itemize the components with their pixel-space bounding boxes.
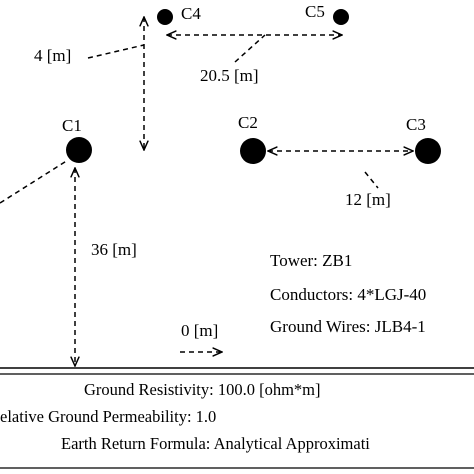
conductor-c3-marker bbox=[415, 138, 441, 164]
conductor-c4-marker bbox=[157, 9, 173, 25]
conductor-c3-label: C3 bbox=[406, 115, 426, 134]
conductor-c2-label: C2 bbox=[238, 113, 258, 132]
ground-resistivity: Ground Resistivity: 100.0 [ohm*m] bbox=[84, 380, 321, 399]
conductor-c2-marker bbox=[240, 138, 266, 164]
vertical-offset-label: 4 [m] bbox=[34, 46, 72, 65]
ground-wire-spacing-leader bbox=[234, 34, 266, 63]
tower-name: Tower: ZB1 bbox=[270, 251, 353, 270]
conductor-c5-label: C5 bbox=[305, 2, 325, 21]
ground-wire-type: Ground Wires: JLB4-1 bbox=[270, 317, 426, 336]
horizontal-offset-label: 0 [m] bbox=[181, 321, 219, 340]
conductor-c1-marker bbox=[66, 137, 92, 163]
vertical-offset-leader bbox=[87, 44, 145, 59]
ground-wire-spacing-label: 20.5 [m] bbox=[200, 66, 259, 85]
c1-leader bbox=[0, 159, 69, 204]
phase-spacing-leader bbox=[364, 171, 379, 189]
conductor-c5-marker bbox=[333, 9, 349, 25]
conductor-type: Conductors: 4*LGJ-40 bbox=[270, 285, 427, 304]
conductor-c4-label: C4 bbox=[181, 4, 201, 23]
conductor-c1-label: C1 bbox=[62, 116, 82, 135]
height-label: 36 [m] bbox=[91, 240, 137, 259]
phase-spacing-label: 12 [m] bbox=[345, 190, 391, 209]
ground-permeability: elative Ground Permeability: 1.0 bbox=[0, 407, 217, 426]
earth-return-formula: Earth Return Formula: Analytical Approxi… bbox=[61, 434, 370, 453]
